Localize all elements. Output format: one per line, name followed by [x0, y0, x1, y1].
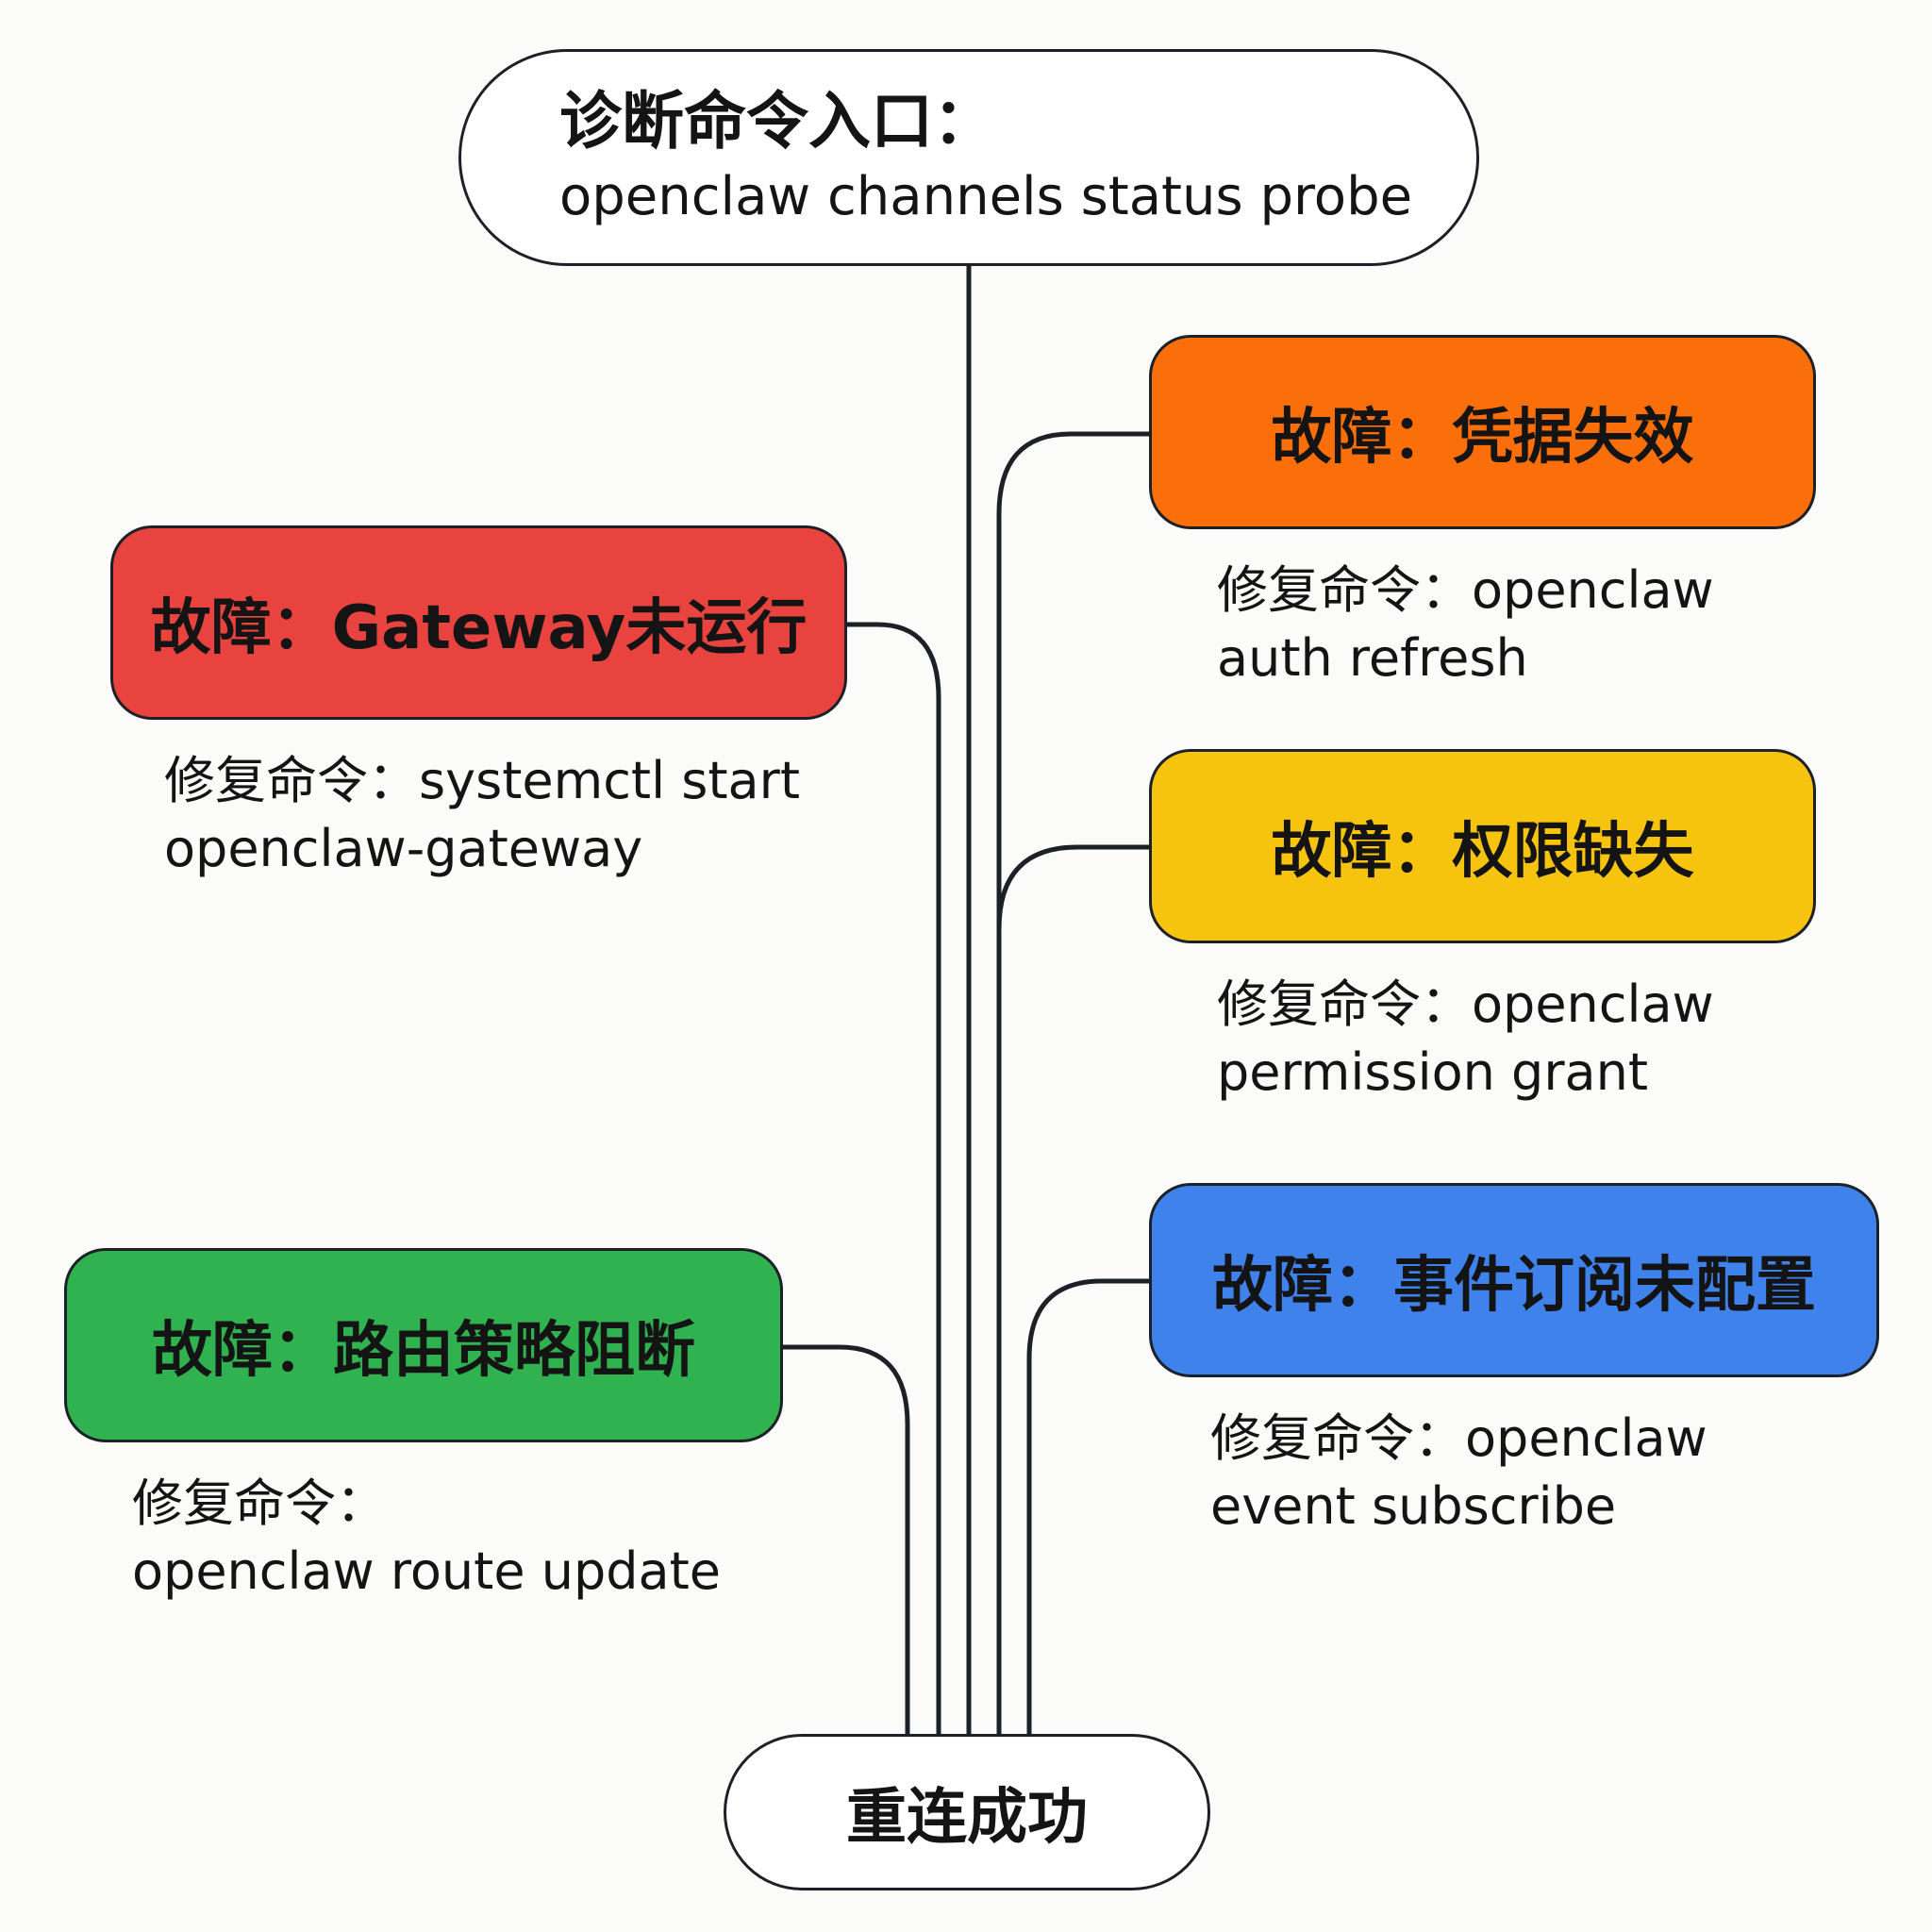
fault-credential-label: 故障：凭据失效	[1271, 403, 1694, 473]
connector-credential	[996, 431, 1152, 1737]
connector-event	[1026, 1278, 1152, 1737]
fix-event-line2: event subscribe	[1210, 1476, 1617, 1536]
fix-gateway-command: 修复命令：systemctl start openclaw-gateway	[164, 747, 800, 883]
connector-permission	[996, 844, 1152, 1737]
fix-permission-line1: 修复命令：openclaw	[1217, 974, 1714, 1034]
fix-permission-line2: permission grant	[1217, 1042, 1649, 1102]
fix-permission-command: 修复命令：openclaw permission grant	[1217, 971, 1714, 1107]
fix-route-line2: openclaw route update	[132, 1541, 721, 1601]
fix-route-command: 修复命令： openclaw route update	[132, 1470, 721, 1606]
fix-credential-line1: 修复命令：openclaw	[1217, 560, 1714, 620]
fix-event-command: 修复命令：openclaw event subscribe	[1210, 1405, 1707, 1541]
fault-permission-node: 故障：权限缺失	[1149, 749, 1816, 943]
fault-permission-label: 故障：权限缺失	[1271, 817, 1694, 887]
reconnect-success-node: 重连成功	[724, 1734, 1210, 1890]
fix-gateway-line1: 修复命令：systemctl start	[164, 751, 801, 810]
connector-route	[780, 1344, 910, 1737]
fault-event-node: 故障：事件订阅未配置	[1149, 1183, 1879, 1377]
fault-gateway-node: 故障：Gateway未运行	[110, 525, 847, 720]
fault-event-label: 故障：事件订阅未配置	[1212, 1251, 1816, 1321]
fix-route-line1: 修复命令：	[132, 1474, 387, 1533]
fix-gateway-line2: openclaw-gateway	[164, 819, 643, 878]
fix-credential-line2: auth refresh	[1217, 628, 1528, 688]
fault-gateway-label: 故障：Gateway未运行	[150, 593, 808, 663]
fault-credential-node: 故障：凭据失效	[1149, 335, 1816, 529]
entry-command: openclaw channels status probe	[559, 166, 1413, 227]
connector-gateway	[844, 622, 941, 1737]
fix-credential-command: 修复命令：openclaw auth refresh	[1217, 557, 1714, 692]
result-label: 重连成功	[846, 1783, 1088, 1853]
fault-route-label: 故障：路由策略阻断	[152, 1316, 695, 1386]
fix-event-line1: 修复命令：openclaw	[1210, 1408, 1707, 1468]
fault-route-node: 故障：路由策略阻断	[64, 1248, 783, 1442]
entry-title: 诊断命令入口：	[559, 85, 995, 158]
diagnostic-entry-node: 诊断命令入口： openclaw channels status probe	[458, 49, 1479, 266]
